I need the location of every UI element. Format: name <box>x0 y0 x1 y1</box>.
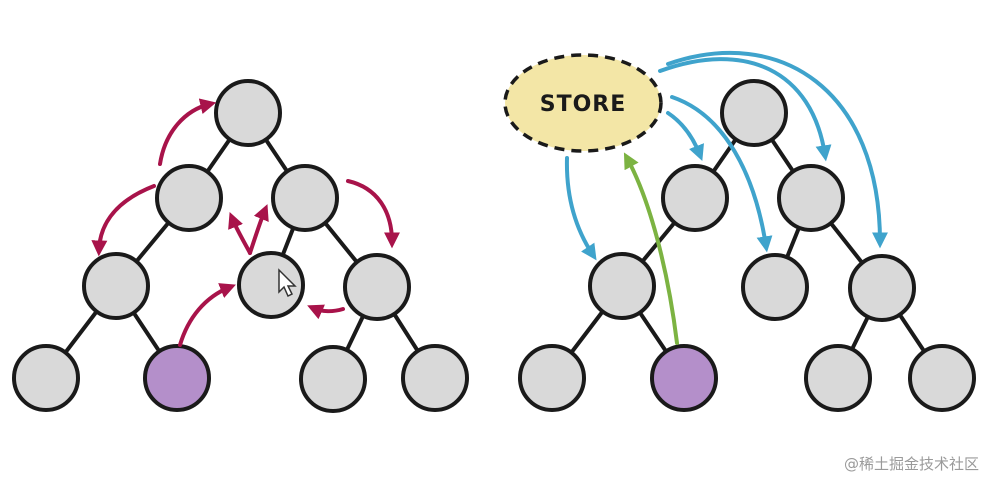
right-l1-right-node <box>777 164 845 232</box>
right-l2-middle-node <box>741 253 809 321</box>
arrow-leaf-to-middle <box>178 283 236 347</box>
store-bubble: STORE <box>503 53 663 153</box>
right-l1-left-node <box>661 164 729 232</box>
arrow-leaf-to-store <box>623 152 679 345</box>
left-leaf-highlighted-node <box>143 344 211 412</box>
mouse-pointer-icon <box>278 268 297 298</box>
right-tree-edges <box>550 111 944 380</box>
arrow-store-to-l2left <box>564 156 597 261</box>
store-subscription-arrows <box>564 50 888 261</box>
watermark-text: @稀土掘金技术社区 <box>843 455 979 473</box>
arrow-l1left-to-root <box>158 98 217 166</box>
arrow-l1right-to-l2right <box>346 179 400 249</box>
left-l1-left-node <box>155 164 223 232</box>
left-leaf-1-node <box>12 344 80 412</box>
arrow-store-to-l2right <box>666 50 888 249</box>
right-leaf-3-node <box>804 344 872 412</box>
left-l2-left-node <box>82 252 150 320</box>
store-label: STORE <box>540 92 627 117</box>
right-tree-nodes <box>518 79 976 412</box>
arrow-l1left-to-l2left <box>91 184 156 257</box>
left-leaf-4-node <box>401 344 469 412</box>
right-l2-left-node <box>588 252 656 320</box>
arrow-middle-up-right <box>248 204 269 255</box>
right-leaf-1-node <box>518 344 586 412</box>
left-l2-middle-node <box>237 251 305 319</box>
arrow-store-to-l1left <box>666 111 704 161</box>
arrow-store-to-l2middle <box>670 95 773 253</box>
left-l1-right-node <box>271 164 339 232</box>
left-tree-edges <box>44 111 437 381</box>
right-root-node <box>720 79 788 147</box>
left-l2-right-node <box>343 253 411 321</box>
left-leaf-3-node <box>299 345 367 413</box>
arrow-store-to-l1right <box>658 57 832 162</box>
left-prop-arrows <box>91 98 400 347</box>
arrow-l2right-to-middle <box>307 304 345 320</box>
arrow-middle-up-left <box>228 212 252 255</box>
left-root-node <box>214 79 282 147</box>
right-leaf-4-node <box>908 344 976 412</box>
right-leaf-highlighted-node <box>650 344 718 412</box>
left-tree-nodes <box>12 79 469 413</box>
right-l2-right-node <box>848 254 916 322</box>
